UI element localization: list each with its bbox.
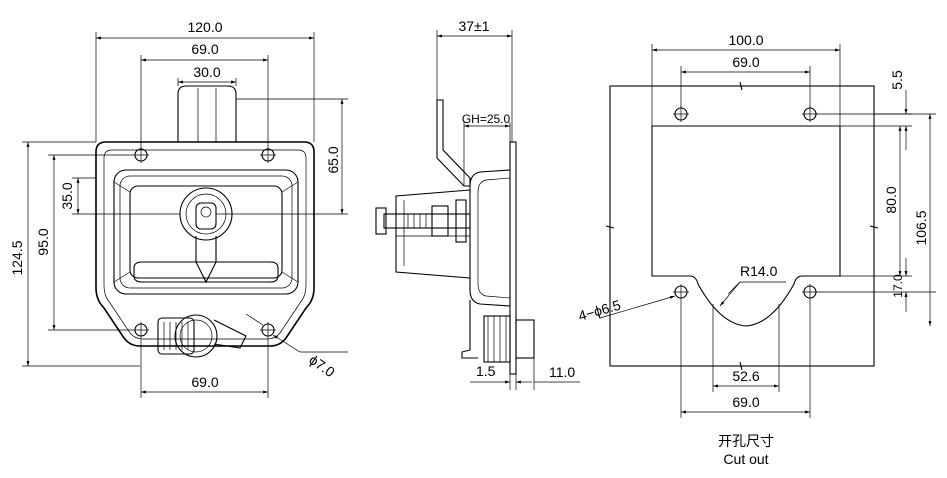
dim-phi-7: ϕ7.0 [306,351,338,380]
side-tray-body [469,169,511,307]
side-handle [436,99,471,187]
side-latch-lever [461,300,478,359]
dim-80: 80.0 [883,186,899,213]
front-latch-lever [213,319,247,349]
front-cylinder-outer [174,314,218,358]
side-bolt-threads [407,214,427,228]
front-tray-outer [113,169,299,295]
dim-95: 95.0 [35,228,51,255]
dim-52-6: 52.6 [732,368,759,384]
cutout-view: 100.0 69.0 5.5 80.0 106.5 17.0 R14.0 4−ϕ… [576,32,936,467]
side-bracket [395,189,471,279]
dim-69-cutout-bottom: 69.0 [732,394,759,410]
side-tray-inner [477,177,511,299]
front-view: 120.0 69.0 30.0 65.0 35.0 95.0 124.5 69.… [9,19,348,398]
dim-37: 37±1 [458,18,489,34]
front-lock-slot [195,202,217,230]
dim-120: 120.0 [187,19,222,35]
dim-106-5: 106.5 [913,210,929,245]
front-cylinder-inner [179,319,213,353]
dim-69-front-bottom: 69.0 [191,374,218,390]
side-nut [431,205,449,237]
dim-gh: GH=25.0 [462,112,511,126]
dim-5-5: 5.5 [889,70,905,90]
dim-69-cutout-top: 69.0 [732,54,759,70]
front-cylinder-ribs [163,322,189,350]
side-bracket-lower [396,200,470,266]
front-plate-outline [95,141,315,347]
dim-35: 35.0 [59,182,75,209]
front-handle-bar [133,261,279,283]
dim-1-5: 1.5 [476,363,496,379]
side-bolt-shaft [383,213,471,229]
cutout-break-marks [605,81,879,371]
dim-17: 17.0 [891,274,905,298]
side-view: 37±1 GH=25.0 1.5 11.0 [375,18,580,390]
front-top-tab-lines [197,88,217,142]
front-plate-inner-outline [103,149,307,340]
front-mount-hole-br [260,322,276,338]
side-cylinder-ribs [487,316,507,362]
dim-r14: R14.0 [740,263,778,279]
dim-69-front-top: 69.0 [191,41,218,57]
cutout-opening [651,125,841,327]
side-washer [455,199,467,243]
dim-4-phi-6-5: 4−ϕ6.5 [576,297,622,324]
side-cylinder-body [483,315,511,363]
dim-30: 30.0 [193,64,220,80]
front-mount-hole-tl [133,147,149,163]
cutout-hole-br [802,284,818,300]
front-lock-pin [200,206,212,218]
caption-en: Cut out [723,451,768,467]
caption-cn: 开孔尺寸 [718,433,774,449]
cutout-hole-tr [802,106,818,122]
front-mount-hole-tr [260,147,276,163]
side-cylinder-front [515,319,535,359]
front-mount-hole-bl [133,322,149,338]
dim-11: 11.0 [549,364,575,380]
cutout-panel [609,85,875,367]
dim-124-5: 124.5 [9,240,25,275]
cutout-hole-bl [673,284,689,300]
front-tray-inner [129,185,283,279]
dim-100: 100.0 [728,32,763,48]
side-bolt-head [375,207,387,235]
front-top-tab [177,85,237,142]
front-cylinder-cap [157,317,195,355]
front-tray-bevel-lines [113,181,299,283]
front-tray-mid [119,175,293,289]
cutout-hole-tl [673,106,689,122]
side-flange-plate [509,141,517,375]
front-handle-stem [195,236,217,284]
dim-65: 65.0 [325,146,341,173]
